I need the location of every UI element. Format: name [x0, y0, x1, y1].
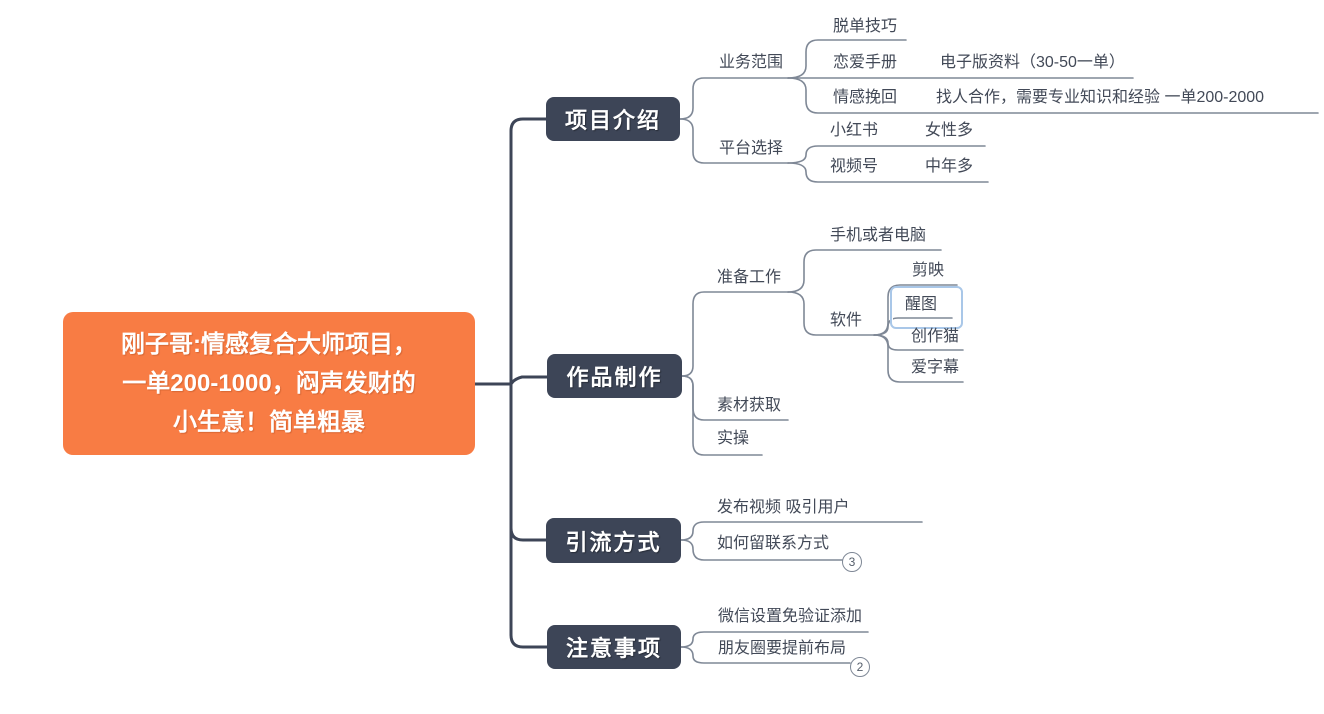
- branch-traffic-method[interactable]: 引流方式: [546, 518, 681, 563]
- topic-software[interactable]: 软件: [830, 312, 863, 329]
- topic-app-jianying[interactable]: 剪映: [912, 262, 945, 279]
- topic-app-chuangzuomao[interactable]: 创作猫: [911, 328, 960, 345]
- root-line-2: 一单200-1000，闷声发财的: [122, 370, 416, 397]
- topic-xiaohongshu[interactable]: 小红书: [830, 122, 879, 139]
- topic-material-acquisition[interactable]: 素材获取: [717, 397, 782, 414]
- topic-leave-contact[interactable]: 如何留联系方式: [717, 535, 830, 552]
- topic-practice[interactable]: 实操: [717, 430, 750, 447]
- root-line-1: 刚子哥:情感复合大师项目，: [121, 331, 417, 358]
- topic-wechat-no-verify[interactable]: 微信设置免验证添加: [718, 608, 863, 625]
- collapsed-count-badge-2[interactable]: 2: [850, 657, 870, 677]
- topic-love-manual-note[interactable]: 电子版资料（30-50一单）: [940, 54, 1125, 71]
- topic-platform-choice[interactable]: 平台选择: [719, 140, 784, 157]
- topic-love-manual[interactable]: 恋爱手册: [833, 54, 898, 71]
- topic-moments-layout[interactable]: 朋友圈要提前布局: [718, 640, 847, 657]
- topic-app-xingtu-selected[interactable]: 醒图: [905, 296, 938, 313]
- topic-business-scope[interactable]: 业务范围: [719, 54, 784, 71]
- branch-notes[interactable]: 注意事项: [547, 625, 681, 669]
- branch-content-production[interactable]: 作品制作: [547, 354, 682, 398]
- topic-phone-or-computer[interactable]: 手机或者电脑: [830, 227, 927, 244]
- topic-single-skills[interactable]: 脱单技巧: [833, 18, 898, 35]
- topic-shipinhao-note[interactable]: 中年多: [925, 158, 974, 175]
- root-node[interactable]: 刚子哥:情感复合大师项目， 一单200-1000，闷声发财的 小生意！简单粗暴: [63, 312, 475, 455]
- topic-publish-video[interactable]: 发布视频 吸引用户: [717, 499, 850, 516]
- topic-preparation[interactable]: 准备工作: [717, 269, 782, 286]
- topic-emotion-recovery[interactable]: 情感挽回: [833, 89, 898, 106]
- topic-app-aizimu[interactable]: 爱字幕: [911, 359, 960, 376]
- selection-outline: [890, 286, 963, 329]
- branch-project-intro[interactable]: 项目介绍: [546, 97, 680, 141]
- root-line-3: 小生意！简单粗暴: [173, 409, 365, 436]
- topic-emotion-recovery-note[interactable]: 找人合作，需要专业知识和经验 一单200-2000: [936, 89, 1265, 106]
- topic-shipinhao[interactable]: 视频号: [830, 158, 879, 175]
- collapsed-count-badge-3[interactable]: 3: [842, 552, 862, 572]
- topic-xiaohongshu-note[interactable]: 女性多: [925, 122, 974, 139]
